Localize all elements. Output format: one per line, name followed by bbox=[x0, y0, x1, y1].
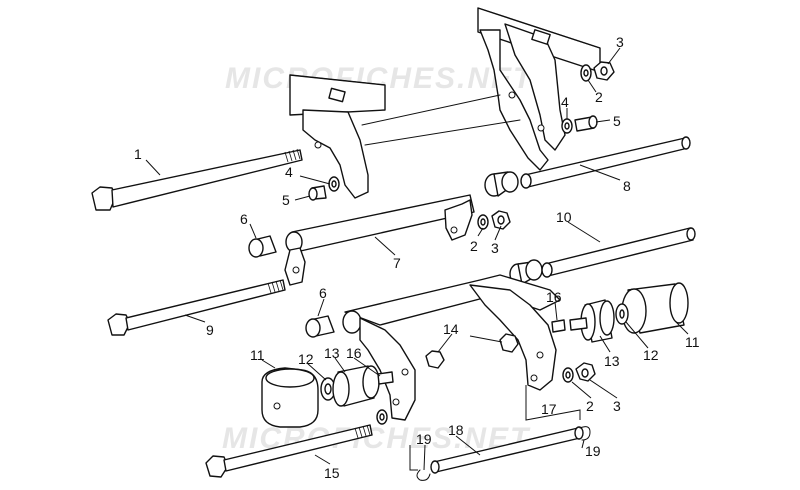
bolt-15 bbox=[205, 424, 373, 478]
stud-16-right bbox=[551, 319, 566, 333]
screw-5-left bbox=[308, 185, 327, 201]
callout-17: 17 bbox=[541, 401, 557, 417]
nut-14-left bbox=[425, 350, 445, 369]
washer-4-right bbox=[561, 118, 573, 134]
bushing-6-upper bbox=[248, 235, 277, 258]
callout-7: 7 bbox=[393, 255, 401, 271]
callout-5-left: 5 bbox=[282, 192, 290, 208]
nut-3-middle bbox=[491, 210, 511, 230]
callout-13-left: 13 bbox=[324, 345, 340, 361]
callout-4-right: 4 bbox=[561, 94, 569, 110]
callout-11-left: 11 bbox=[250, 347, 265, 363]
callout-13-right: 13 bbox=[604, 353, 620, 369]
nut-3-upper bbox=[593, 61, 615, 81]
washer-2-middle bbox=[477, 214, 489, 230]
washer-2-lower bbox=[562, 367, 574, 383]
bolt-1 bbox=[91, 148, 303, 211]
screw-5-right bbox=[574, 115, 598, 132]
callout-18: 18 bbox=[448, 422, 464, 438]
callout-12-right: 12 bbox=[643, 347, 659, 363]
callout-15: 15 bbox=[324, 465, 340, 481]
bolt-9 bbox=[107, 279, 286, 336]
callout-2-middle: 2 bbox=[470, 238, 478, 254]
callout-3-upper: 3 bbox=[616, 34, 624, 50]
callout-5-right: 5 bbox=[613, 113, 621, 129]
washer-12-left bbox=[320, 377, 336, 401]
callout-4-left: 4 bbox=[285, 164, 293, 180]
nut-14-right bbox=[499, 333, 519, 353]
callout-6-upper: 6 bbox=[240, 211, 248, 227]
washer-4-left bbox=[328, 176, 340, 192]
washer-2-upper bbox=[580, 64, 592, 82]
callout-14: 14 bbox=[443, 321, 459, 337]
tube-8 bbox=[484, 136, 691, 197]
clip-19-left bbox=[416, 469, 431, 481]
callout-19-left: 19 bbox=[416, 431, 432, 447]
callout-16-left: 16 bbox=[346, 345, 362, 361]
callout-19-right: 19 bbox=[585, 443, 601, 459]
clip-19-right bbox=[579, 426, 591, 441]
pin-18 bbox=[430, 426, 584, 474]
bushing-6-lower bbox=[305, 315, 335, 338]
nut-3-lower bbox=[575, 362, 596, 382]
callout-2-lower: 2 bbox=[586, 398, 594, 414]
washer-12-right bbox=[615, 303, 629, 325]
mount-11-right bbox=[621, 282, 689, 334]
washer-lower-bracket bbox=[376, 409, 388, 425]
crossmember-7 bbox=[284, 194, 475, 286]
callout-3-lower: 3 bbox=[613, 398, 621, 414]
rubber-mount-13-left bbox=[332, 365, 394, 407]
rubber-mount-13-right bbox=[569, 299, 615, 343]
callout-3-middle: 3 bbox=[491, 240, 499, 256]
leader-lines bbox=[145, 47, 689, 471]
callout-2-upper: 2 bbox=[595, 89, 603, 105]
frame-member-left bbox=[289, 74, 386, 199]
tube-10 bbox=[509, 227, 696, 285]
callout-6-lower: 6 bbox=[319, 285, 327, 301]
callout-11-right: 11 bbox=[685, 334, 700, 350]
callout-9: 9 bbox=[206, 322, 214, 338]
watermark-group: MICROFICHES.NET MICROFICHES.NET bbox=[222, 62, 532, 455]
callout-8: 8 bbox=[623, 178, 631, 194]
callout-labels: 1 4 5 3 2 4 5 8 6 7 2 3 10 9 6 14 11 12 … bbox=[134, 34, 700, 481]
engine-mount-bracket bbox=[342, 274, 561, 421]
callout-12-left: 12 bbox=[298, 351, 314, 367]
callout-16-right: 16 bbox=[546, 289, 562, 305]
mount-11-left bbox=[261, 367, 319, 428]
frame-member-right bbox=[477, 7, 601, 171]
callout-10: 10 bbox=[556, 209, 572, 225]
callout-1: 1 bbox=[134, 146, 142, 162]
